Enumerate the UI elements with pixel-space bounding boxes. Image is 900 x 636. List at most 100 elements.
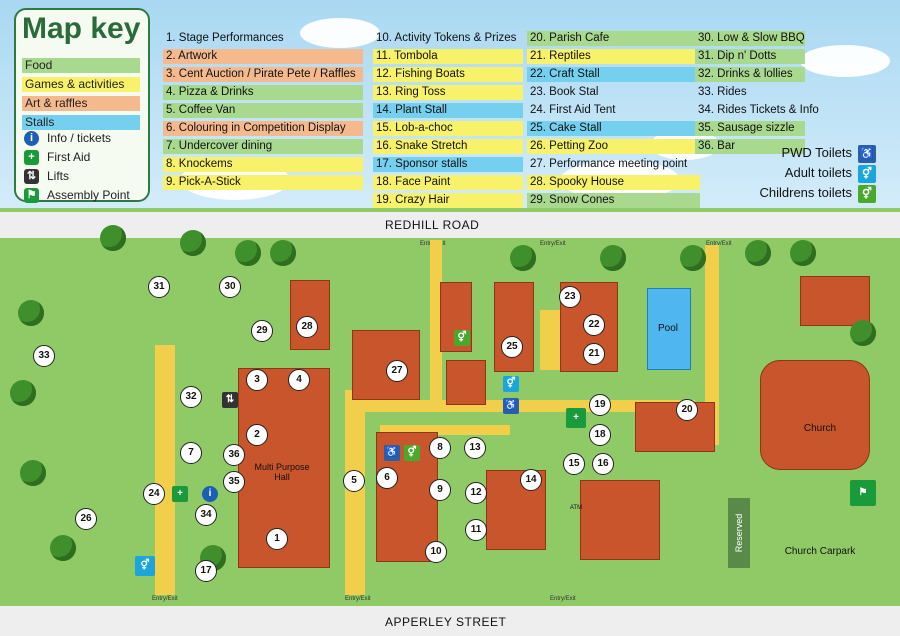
- map-marker-30[interactable]: 30: [219, 276, 241, 298]
- map-marker-35[interactable]: 35: [223, 471, 245, 493]
- map-marker-19[interactable]: 19: [589, 394, 611, 416]
- key-item-31: 31. Dip n' Dotts: [695, 49, 805, 64]
- path: [155, 345, 175, 595]
- key-item-20: 20. Parish Cafe: [527, 31, 700, 46]
- map-marker-31[interactable]: 31: [148, 276, 170, 298]
- wheelchair-icon: ♿: [858, 144, 876, 163]
- key-item-27: 27. Performance meeting point: [530, 158, 688, 170]
- map-marker-4[interactable]: 4: [288, 369, 310, 391]
- map-marker-20[interactable]: 20: [676, 399, 698, 421]
- church: [760, 360, 870, 470]
- map-marker-29[interactable]: 29: [251, 320, 273, 342]
- key-item-17: 17. Sponsor stalls: [373, 157, 523, 172]
- building: [580, 480, 660, 560]
- map-marker-13[interactable]: 13: [464, 437, 486, 459]
- toilet-legend-children: Childrens toilets⚥: [760, 184, 876, 203]
- key-item-24: 24. First Aid Tent: [530, 104, 616, 116]
- map-marker-7[interactable]: 7: [180, 442, 202, 464]
- key-item-3: 3. Cent Auction / Pirate Pete / Raffles: [163, 67, 363, 82]
- building: [494, 282, 534, 372]
- legend: Map key Food Games & activities Art & ra…: [14, 8, 150, 204]
- map-marker-33[interactable]: 33: [33, 345, 55, 367]
- map-marker-27[interactable]: 27: [386, 360, 408, 382]
- reserved-parking: [728, 498, 750, 568]
- apperley-street: [0, 606, 900, 636]
- tree: [790, 240, 816, 266]
- key-item-29: 29. Snow Cones: [527, 193, 700, 208]
- key-item-6: 6. Colouring in Competition Display: [163, 121, 363, 136]
- redhill-road: [0, 212, 900, 238]
- atm-label: ATM: [569, 505, 583, 511]
- map-marker-22[interactable]: 22: [583, 314, 605, 336]
- map-marker-8[interactable]: 8: [429, 437, 451, 459]
- entry-label: Entry/Exit: [345, 596, 371, 602]
- map-marker-1[interactable]: 1: [266, 528, 288, 550]
- map-marker-18[interactable]: 18: [589, 424, 611, 446]
- legend-lifts: ⇅Lifts: [24, 168, 69, 185]
- first-aid-icon: +: [566, 408, 586, 428]
- map-marker-36[interactable]: 36: [223, 444, 245, 466]
- map-marker-21[interactable]: 21: [583, 343, 605, 365]
- map-marker-12[interactable]: 12: [465, 482, 487, 504]
- key-item-32: 32. Drinks & lollies: [695, 67, 805, 82]
- path: [430, 240, 442, 410]
- key-item-16: 16. Snake Stretch: [373, 139, 523, 154]
- building: [635, 402, 715, 452]
- map-marker-23[interactable]: 23: [559, 286, 581, 308]
- map-marker-10[interactable]: 10: [425, 541, 447, 563]
- tree: [20, 460, 46, 486]
- key-item-1: 1. Stage Performances: [166, 32, 284, 44]
- lift-icon: ⇅: [222, 392, 238, 408]
- building: [290, 280, 330, 350]
- map-marker-15[interactable]: 15: [563, 453, 585, 475]
- tree: [50, 535, 76, 561]
- pool: [647, 288, 691, 370]
- cloud: [300, 18, 380, 48]
- key-item-13: 13. Ring Toss: [373, 85, 523, 100]
- legend-category-games: Games & activities: [22, 77, 140, 92]
- redhill-road-label: REDHILL ROAD: [385, 218, 480, 232]
- map-marker-5[interactable]: 5: [343, 470, 365, 492]
- key-item-15: 15. Lob-a-choc: [373, 121, 523, 136]
- map-marker-25[interactable]: 25: [501, 336, 523, 358]
- map-marker-3[interactable]: 3: [246, 369, 268, 391]
- key-item-33: 33. Rides: [698, 86, 747, 98]
- key-item-36: 36. Bar: [695, 139, 805, 154]
- pool-label: Pool: [657, 323, 678, 334]
- toilet-legend-pwd: PWD Toilets♿: [781, 144, 876, 163]
- map-marker-9[interactable]: 9: [429, 479, 451, 501]
- key-item-18: 18. Face Paint: [373, 175, 523, 190]
- tree: [850, 320, 876, 346]
- map-marker-24[interactable]: 24: [143, 483, 165, 505]
- tree: [180, 230, 206, 256]
- map-marker-17[interactable]: 17: [195, 560, 217, 582]
- tree: [510, 245, 536, 271]
- tree: [235, 240, 261, 266]
- map-marker-16[interactable]: 16: [592, 453, 614, 475]
- wheelchair-icon: ♿: [384, 445, 400, 461]
- map-marker-11[interactable]: 11: [465, 519, 487, 541]
- path: [705, 245, 719, 445]
- apperley-street-label: APPERLEY STREET: [385, 615, 507, 629]
- child-toilet-icon: ⚥: [858, 184, 876, 203]
- map-marker-2[interactable]: 2: [246, 424, 268, 446]
- map-marker-28[interactable]: 28: [296, 316, 318, 338]
- map-marker-32[interactable]: 32: [180, 386, 202, 408]
- map-marker-6[interactable]: 6: [376, 467, 398, 489]
- map-marker-26[interactable]: 26: [75, 508, 97, 530]
- legend-category-food: Food: [22, 58, 140, 73]
- legend-first-aid: +First Aid: [24, 149, 90, 166]
- assembly-point-icon: ⚑: [24, 188, 39, 204]
- map-marker-14[interactable]: 14: [520, 469, 542, 491]
- info-icon: i: [202, 486, 218, 502]
- key-item-30: 30. Low & Slow BBQ: [695, 31, 805, 46]
- legend-title: Map key: [22, 12, 141, 45]
- map-marker-34[interactable]: 34: [195, 504, 217, 526]
- tree: [600, 245, 626, 271]
- key-item-21: 21. Reptiles: [527, 49, 700, 64]
- key-item-22: 22. Craft Stall: [527, 67, 700, 82]
- key-item-23: 23. Book Stal: [530, 86, 599, 98]
- entry-label: Entry/Exit: [540, 241, 566, 247]
- entry-label: Entry/Exit: [706, 241, 732, 247]
